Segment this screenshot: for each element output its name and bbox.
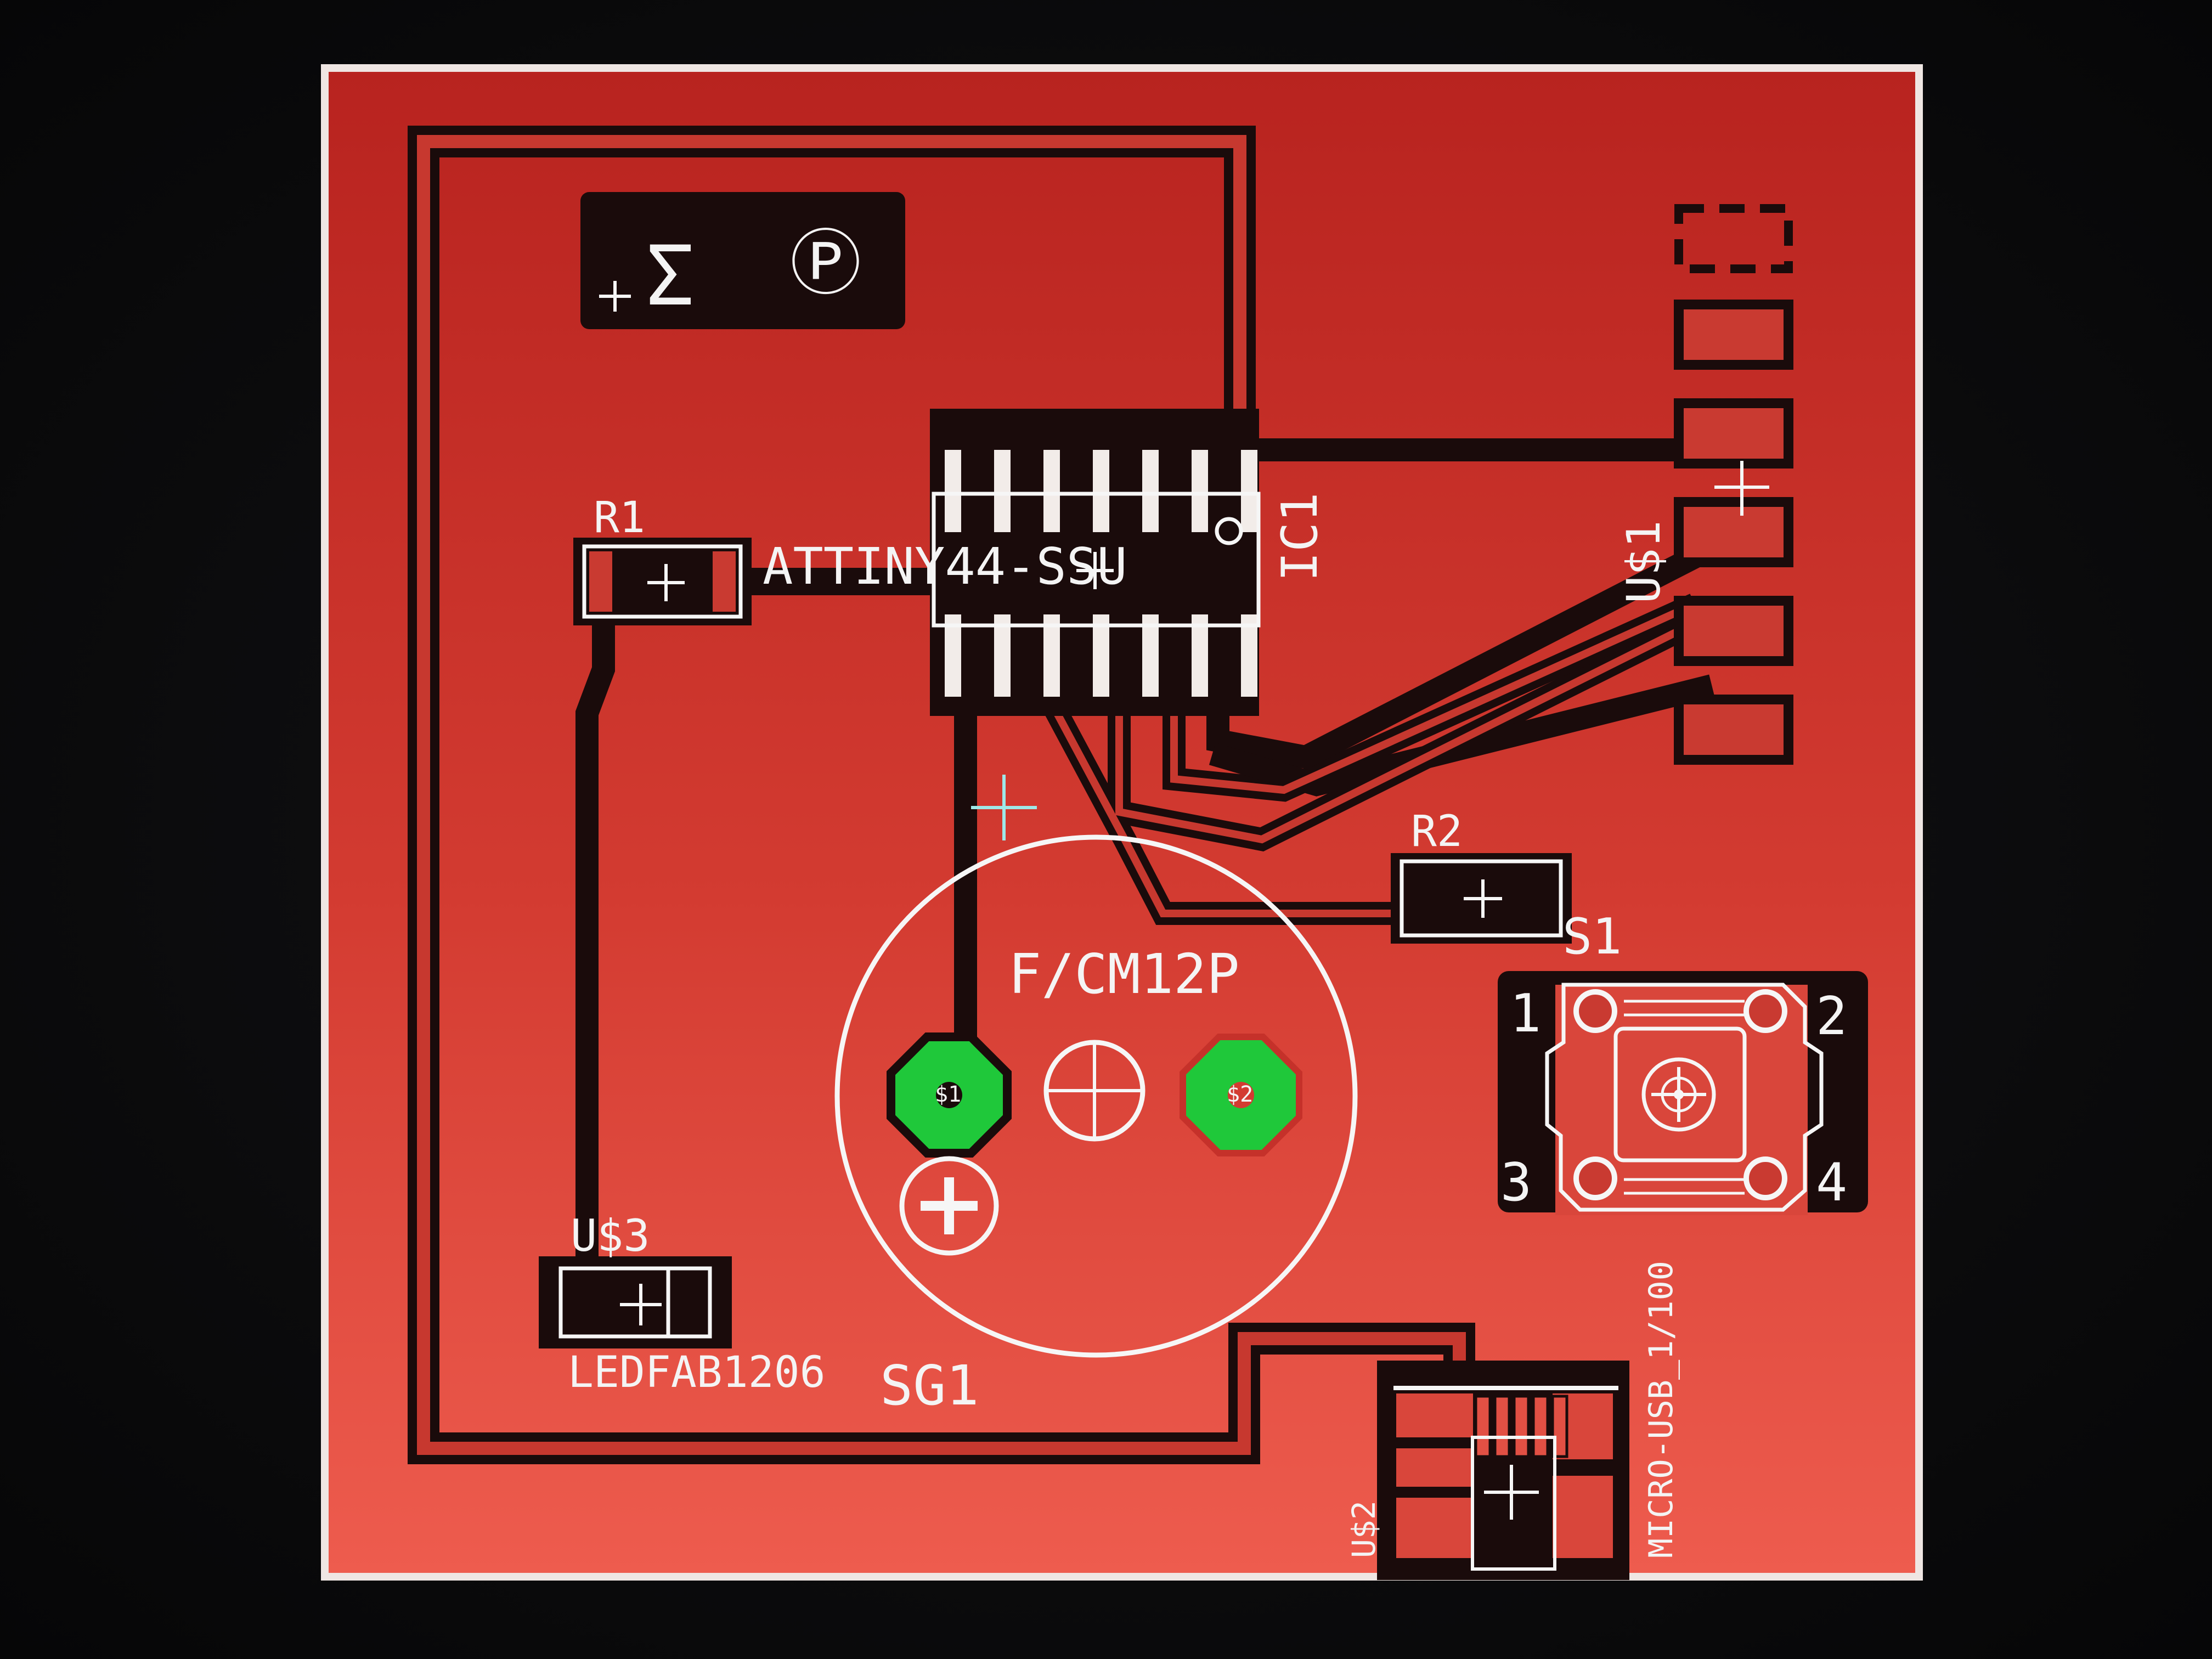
component-us2[interactable] — [1377, 1361, 1629, 1580]
r1-name-label: R1 — [594, 493, 645, 543]
s1-pin-2-label: 2 — [1816, 986, 1847, 1047]
component-us3[interactable] — [539, 1256, 732, 1348]
us1-name-label: U$1 — [1617, 520, 1671, 603]
component-s1[interactable] — [1498, 971, 1868, 1215]
ic1-value-label: ATTINY44-SSU — [763, 537, 1127, 596]
sg1-pad1-label: $1 — [935, 1082, 961, 1107]
component-us1[interactable] — [1674, 204, 1793, 765]
ic1-name-label: IC1 — [1271, 492, 1329, 582]
us3-value-label: LEDFAB1206 — [568, 1348, 826, 1397]
s1-pin-3-label: 3 — [1500, 1153, 1532, 1213]
us2-name-label: U$2 — [1345, 1500, 1383, 1558]
r2-name-label: R2 — [1411, 807, 1463, 856]
logo-sigma: Σ — [645, 229, 695, 324]
sg1-value-label: F/CM12P — [1008, 942, 1239, 1006]
component-r2[interactable] — [1391, 853, 1572, 944]
traces — [575, 438, 1723, 1284]
logo-p-circle: Ⓟ — [790, 222, 861, 305]
sg1-name-label: SG1 — [880, 1353, 979, 1418]
ground-loop-trace — [408, 126, 1475, 1464]
board-outline — [321, 64, 1923, 1581]
component-ic1[interactable] — [930, 409, 1261, 716]
origin-marker-icon — [971, 775, 1037, 840]
component-r1[interactable] — [573, 538, 752, 625]
s1-pin-4-label: 4 — [1816, 1153, 1847, 1213]
logo-block — [580, 192, 905, 329]
us3-name-label: U$3 — [571, 1210, 650, 1261]
us2-value-label: MICRO-USB_1/100 — [1642, 1261, 1680, 1558]
sg1-pad2-label: $2 — [1227, 1082, 1253, 1107]
s1-pin-1-label: 1 — [1510, 984, 1541, 1044]
component-sg1[interactable] — [834, 834, 1358, 1358]
s1-name-label: S1 — [1562, 908, 1622, 966]
